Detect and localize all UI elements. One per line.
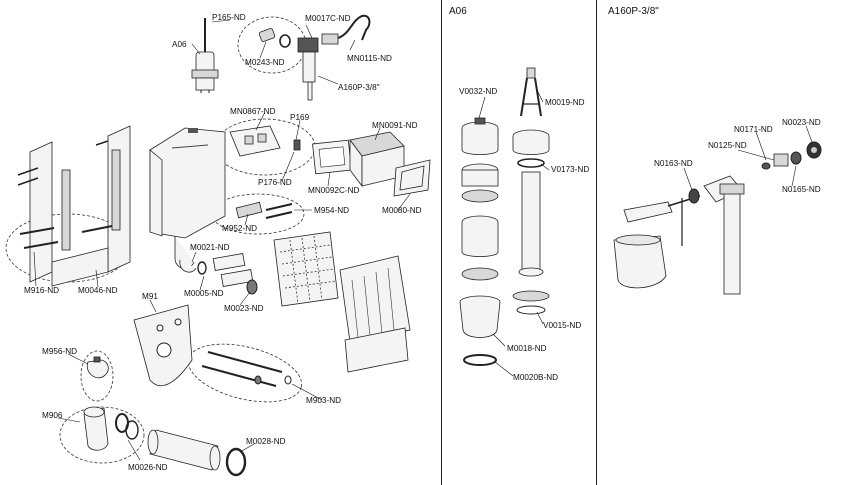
anchor-bolts-part [19, 225, 113, 249]
label-n0023: N0023-ND [782, 118, 821, 127]
drain-elbow-part [83, 406, 139, 451]
label-mn0115: MN0115-ND [347, 54, 392, 63]
label-n0125: N0125-ND [708, 141, 747, 150]
cistern-tank-part [149, 127, 226, 269]
label-p169: P169 [290, 113, 310, 122]
label-a160p: A160P-3/8" [338, 83, 380, 92]
drain-pipe-part [147, 429, 247, 477]
dashed-group-bolts [187, 343, 303, 403]
float-valve-part [297, 14, 371, 101]
label-n0163: N0163-ND [654, 159, 693, 168]
label-m916: M916-ND [24, 286, 59, 295]
mounting-plate-part [229, 125, 301, 157]
a160p-exploded-diagram: N0163-ND N0171-ND N0125-ND N0023-ND N016… [613, 118, 822, 295]
label-m0028: M0028-ND [246, 437, 286, 446]
label-m0243: M0243-ND [245, 58, 285, 67]
a06-panel: A06 V0032- [441, 0, 596, 485]
valve-body-part [461, 163, 499, 281]
label-m0005: M0005-ND [184, 289, 224, 298]
label-v0173: V0173-ND [551, 165, 589, 174]
label-mn0867: MN0867-ND [230, 107, 276, 116]
label-m0023: M0023-ND [224, 304, 264, 313]
label-m0026: M0026-ND [128, 463, 168, 472]
a160p-panel: A160P-3/8" N0163-ND N0171-ND N0125-ND N0… [596, 0, 848, 485]
valve-cap-part [461, 117, 499, 155]
label-m906: M906 [42, 411, 63, 420]
label-m0018: M0018-ND [507, 344, 547, 353]
bracket-part [235, 201, 293, 219]
label-m952: M952-ND [222, 224, 257, 233]
label-v0032: V0032-ND [459, 87, 497, 96]
label-p165: P165-ND [212, 13, 246, 22]
label-m954: M954-ND [314, 206, 349, 215]
label-m0046: M0046-ND [78, 286, 118, 295]
a06-leader-lines [478, 89, 550, 377]
valve-base-part [459, 295, 501, 366]
label-m0020b: M0020B-ND [513, 373, 558, 382]
label-m956: M956-ND [42, 347, 77, 356]
label-n0165: N0165-ND [782, 185, 821, 194]
clip-part [86, 356, 109, 379]
fill-valve-a06-part [191, 18, 219, 93]
main-assembly-panel: P165-ND A06 M0243-ND M0017C-ND MN0115-ND… [5, 13, 431, 477]
label-m0017c: M0017C-ND [305, 14, 351, 23]
flush-frame-part [312, 139, 352, 175]
label-mn0092c: MN0092C-ND [308, 186, 359, 195]
fixing-bolts-part [201, 351, 292, 387]
lever-arm-part [520, 67, 542, 117]
label-a06: A06 [172, 40, 187, 49]
float-cylinder-part [512, 129, 550, 168]
pipe-fittings-part [179, 253, 258, 295]
installation-frame-part [17, 125, 131, 287]
panel-divider-left [441, 0, 442, 485]
main-assembly-diagram: P165-ND A06 M0243-ND M0017C-ND MN0115-ND… [5, 13, 431, 477]
a06-panel-title: A06 [449, 6, 467, 17]
grid-panel-part [273, 231, 339, 307]
float-box-part [613, 234, 667, 289]
flush-box-part [349, 131, 405, 188]
a06-exploded-diagram: V0032-ND M0019-ND V0173-ND V0015-ND M001… [459, 67, 589, 382]
panel-divider-right [596, 0, 597, 485]
a160p-leader-lines [683, 125, 813, 191]
a160p-seals-part [688, 141, 822, 204]
dashed-group-clip [80, 350, 114, 402]
dashed-group-elbow [59, 406, 145, 464]
valve-tube-part [512, 171, 550, 315]
label-m903: M903-ND [306, 396, 341, 405]
label-m0021: M0021-ND [190, 243, 230, 252]
a160p-panel-title: A160P-3/8" [608, 6, 659, 17]
label-m0019: M0019-ND [545, 98, 585, 107]
leader-lines [33, 19, 411, 461]
float-valve-body-part [703, 175, 745, 295]
insulation-block-part [339, 255, 411, 373]
label-mn0091: MN0091-ND [372, 121, 418, 130]
label-m91: M91 [142, 292, 158, 301]
mounting-pad-part [133, 304, 193, 386]
valve-seal-part [258, 28, 291, 48]
label-v0015: V0015-ND [543, 321, 581, 330]
label-n0171: N0171-ND [734, 125, 773, 134]
label-m0080: M0080-ND [382, 206, 422, 215]
label-p176: P176-ND [258, 178, 292, 187]
cover-plate-part [393, 159, 431, 197]
